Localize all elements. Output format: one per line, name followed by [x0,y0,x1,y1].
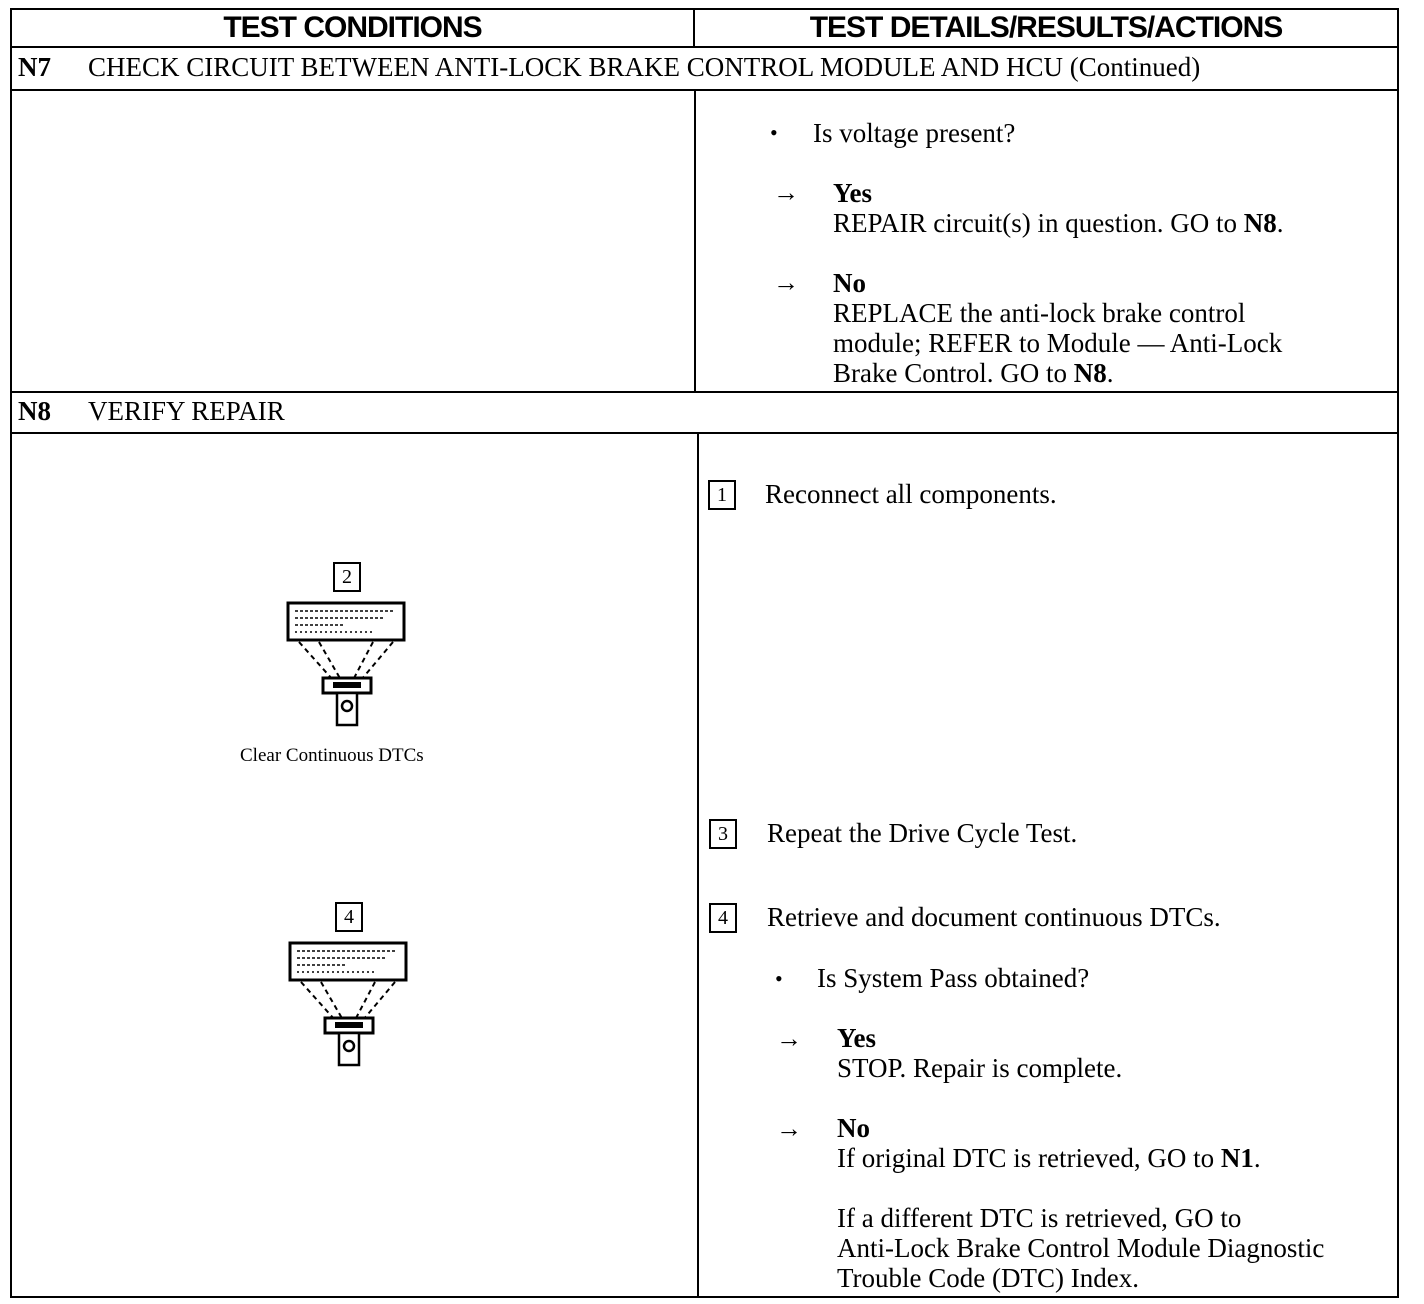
header-divider [10,46,1399,48]
column-header-test-conditions: TEST CONDITIONS [223,11,482,44]
n7-no-line3: Brake Control. GO to N8. [833,358,1114,388]
n8-column-divider [697,432,699,1298]
n8-no-line2: If a different DTC is retrieved, GO to [837,1203,1242,1233]
n8-yes-text: STOP. Repair is complete. [837,1053,1123,1083]
n8-title-text: VERIFY REPAIR [88,396,285,426]
n7-no-line1: REPLACE the anti-lock brake control [833,298,1246,328]
n8-no-label: No [837,1113,870,1143]
n8-step-id: N8 [18,396,51,426]
n7-yes-label: Yes [833,178,872,208]
n7-yes-text: REPAIR circuit(s) in question. GO to N8. [833,208,1284,238]
n8-no-line3: Anti-Lock Brake Control Module Diagnosti… [837,1233,1325,1263]
step-1-box: 1 [708,480,736,510]
illustration-caption: Clear Continuous DTCs [240,745,424,766]
procedure-table [10,8,1399,1298]
n7-step-id: N7 [18,52,51,82]
n7-column-divider [694,89,696,392]
n7-no-line2: module; REFER to Module — Anti-Lock [833,328,1283,358]
n7-title-text: CHECK CIRCUIT BETWEEN ANTI-LOCK BRAKE CO… [88,52,1201,82]
n8-title-divider [10,432,1399,434]
arrow-icon: → [776,1114,802,1143]
n8-no-line1: If original DTC is retrieved, GO to N1. [837,1143,1261,1173]
step-2-box: 2 [333,562,361,592]
n7-title-divider [10,89,1399,91]
n7-bottom-divider [10,391,1399,393]
scan-tool-icon [286,601,406,727]
arrow-icon: → [773,178,799,207]
column-header-test-details: TEST DETAILS/RESULTS/ACTIONS [809,11,1284,44]
step-4-box: 4 [709,903,737,933]
n8-question: Is System Pass obtained? [817,963,1090,993]
step-4-text: Retrieve and document continuous DTCs. [767,902,1221,932]
header-column-divider [693,8,695,47]
step-1-text: Reconnect all components. [765,479,1057,509]
step-4-illustration-box: 4 [335,902,363,932]
bullet-icon: • [770,120,778,145]
step-3-text: Repeat the Drive Cycle Test. [767,818,1078,848]
n8-no-line4: Trouble Code (DTC) Index. [837,1263,1139,1293]
n7-no-ref: N8 [1073,358,1107,388]
n7-section-title: N7 CHECK CIRCUIT BETWEEN ANTI-LOCK BRAKE … [18,52,1200,83]
step-3-box: 3 [709,819,737,849]
n8-section-title: N8 VERIFY REPAIR [18,396,285,427]
scan-tool-icon [288,941,408,1067]
n7-yes-ref: N8 [1243,208,1277,238]
n8-yes-label: Yes [837,1023,876,1053]
n7-question: Is voltage present? [813,118,1016,148]
arrow-icon: → [773,268,799,297]
n7-no-label: No [833,268,866,298]
bullet-icon: • [775,966,783,991]
arrow-icon: → [776,1024,802,1053]
n8-no-ref: N1 [1220,1143,1254,1173]
